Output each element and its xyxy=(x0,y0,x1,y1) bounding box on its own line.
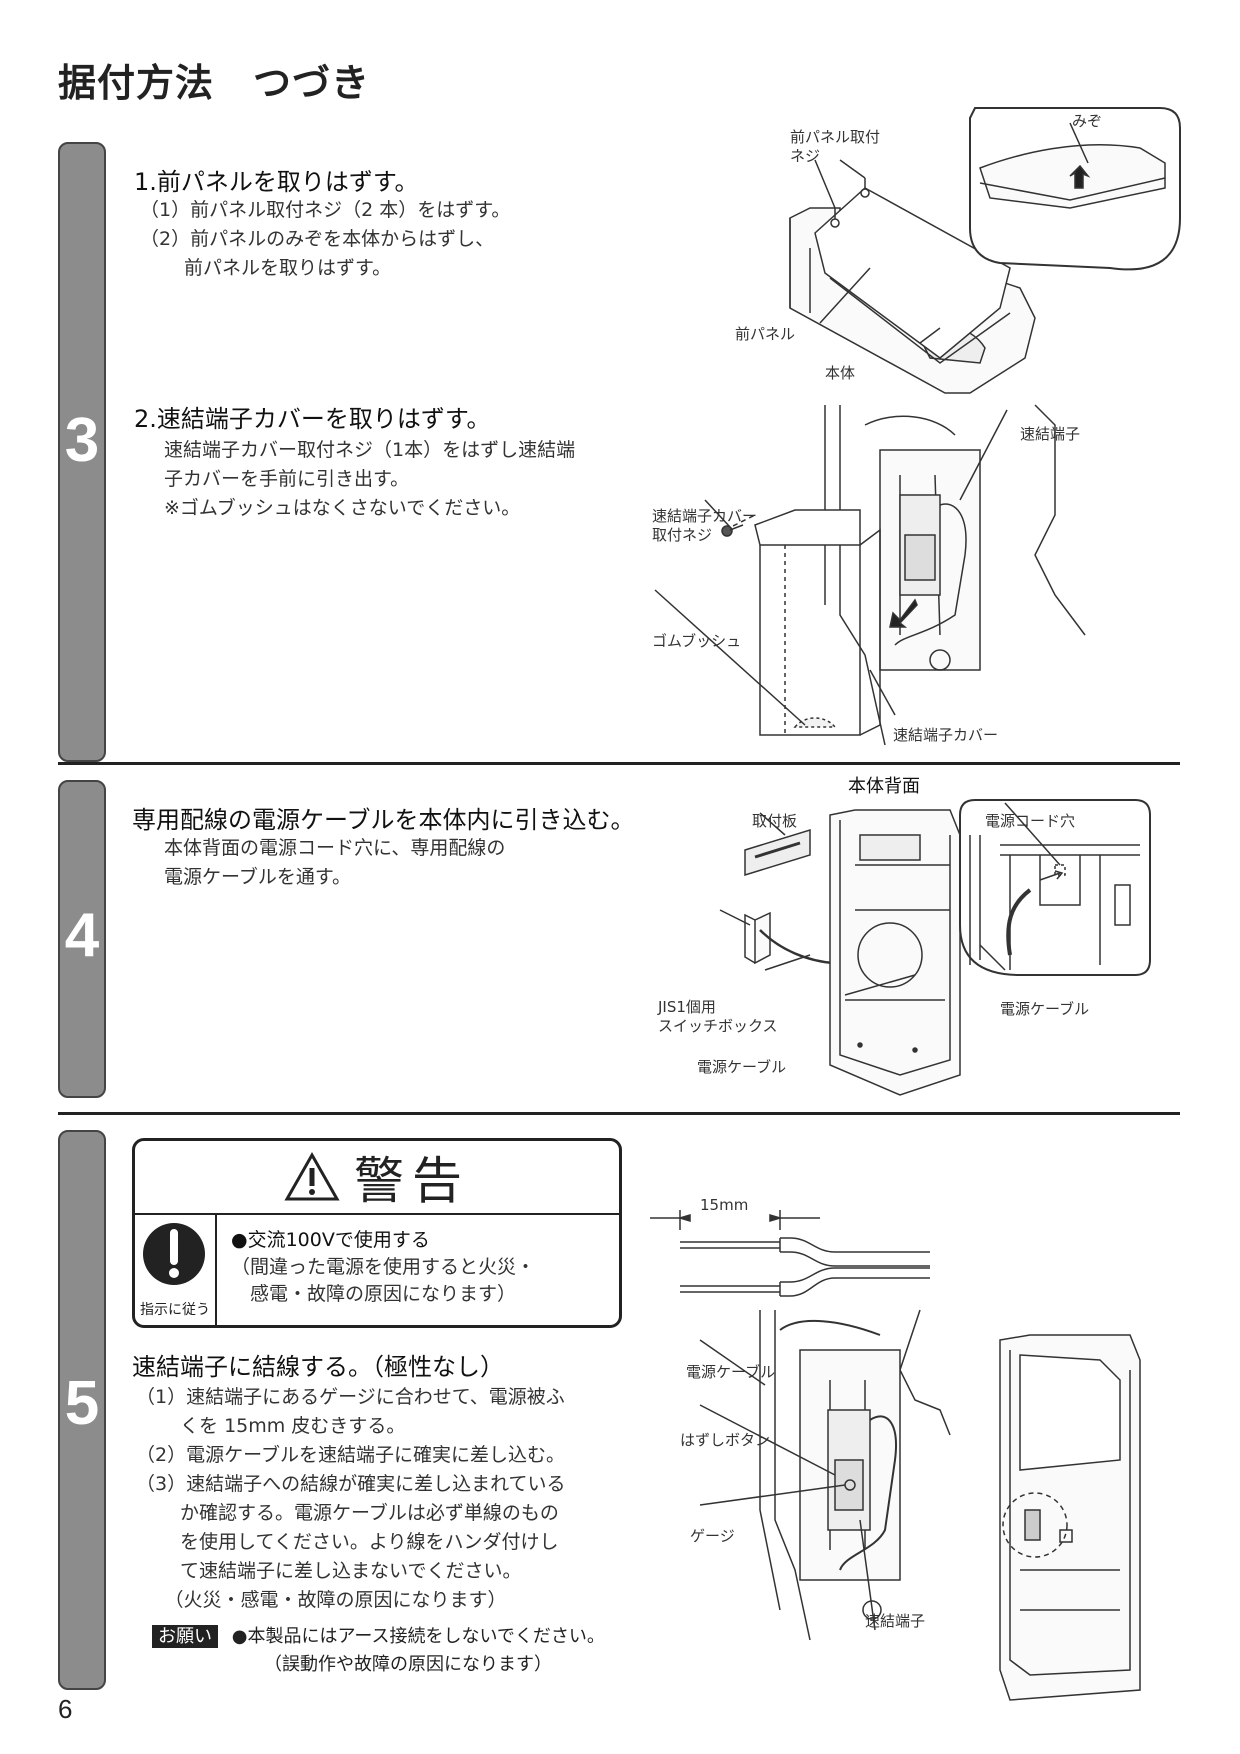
warning-item: ●交流100Vで使用する xyxy=(231,1229,430,1251)
wire-strip-diagram xyxy=(650,1200,940,1300)
cover-screw-label: 速結端子カバー 取付ネジ xyxy=(652,507,757,545)
terminal-label: 速結端子 xyxy=(1020,425,1081,443)
text-line: くを 15mm 皮むきする。 xyxy=(136,1415,406,1437)
text-line: 電源ケーブルを通す。 xyxy=(164,866,351,888)
label-line: ネジ xyxy=(790,147,821,165)
warning-triangle-icon xyxy=(284,1152,340,1202)
front-panel-removal-figure xyxy=(770,108,1180,398)
text-line: 子カバーを手前に引き出す。 xyxy=(164,468,410,490)
request-line: （誤動作や故障の原因になります） xyxy=(264,1654,552,1675)
text-line: （1）前パネル取付ネジ（2 本）をはずす。 xyxy=(140,199,511,221)
text-line: （火災・感電・故障の原因になります） xyxy=(136,1589,507,1611)
text-line: ※ゴムブッシュはなくさないでください。 xyxy=(164,497,521,519)
step-5-tab xyxy=(58,1130,106,1690)
release-button-label: はずしボタン xyxy=(680,1431,771,1449)
label-line: JIS1個用 xyxy=(658,998,716,1016)
page-title: 据付方法 つづき xyxy=(58,61,371,105)
request-badge: お願い xyxy=(152,1625,218,1648)
text-line: （1）速結端子にあるゲージに合わせて、電源被ふ xyxy=(136,1386,565,1408)
step-3-2-heading: 2.速結端子カバーを取りはずす。 xyxy=(134,405,491,433)
terminal-wiring-figure xyxy=(700,1310,1160,1710)
strip-length-label: 15mm xyxy=(700,1196,749,1214)
step-4-tab xyxy=(58,780,106,1098)
rubber-bushing-label: ゴムブッシュ xyxy=(652,632,742,650)
front-panel-screw-label: 前パネル取付 ネジ xyxy=(790,128,880,166)
power-cable-label-zoom: 電源ケーブル xyxy=(1000,1000,1090,1018)
warning-header: 警告 xyxy=(135,1141,619,1215)
label-line: スイッチボックス xyxy=(658,1017,778,1035)
warning-icon-cell: 指示に従う xyxy=(135,1213,217,1325)
warning-content: ●交流100Vで使用する （間違った電源を使用すると火災・ 感電・故障の原因にな… xyxy=(231,1227,535,1308)
text-line: 本体背面の電源コード穴に、専用配線の xyxy=(164,837,506,859)
groove-label: みぞ xyxy=(1072,112,1103,130)
power-cable-label-wiring: 電源ケーブル xyxy=(686,1363,776,1381)
step-3-2-text: 速結端子カバー取付ネジ（1本）をはずし速結端 子カバーを手前に引き出す。 ※ゴム… xyxy=(164,436,575,523)
power-cable-routing-figure xyxy=(660,795,1180,1095)
rear-view-label: 本体背面 xyxy=(848,776,920,797)
request-note: お願い ●本製品にはアース接続をしないでください。 （誤動作や故障の原因になりま… xyxy=(152,1623,605,1679)
request-line: ●本製品にはアース接続をしないでください。 xyxy=(231,1626,605,1647)
text-line: 前パネルを取りはずす。 xyxy=(140,257,392,279)
label-line: 速結端子カバー xyxy=(652,507,758,525)
step-5-heading: 速結端子に結線する。（極性なし） xyxy=(132,1353,504,1381)
page-number: 6 xyxy=(58,1694,73,1724)
warning-title: 警告 xyxy=(354,1152,470,1210)
switch-box-label: JIS1個用 スイッチボックス xyxy=(658,998,778,1036)
terminal-cover-removal-figure xyxy=(655,405,1075,750)
mounting-plate-label: 取付板 xyxy=(752,812,798,830)
mandatory-action-label: 指示に従う xyxy=(140,1302,210,1318)
warning-note: 感電・故障の原因になります） xyxy=(231,1283,517,1305)
step-5-text: （1）速結端子にあるゲージに合わせて、電源被ふ くを 15mm 皮むきする。 （… xyxy=(136,1383,566,1615)
gauge-label: ゲージ xyxy=(690,1527,735,1545)
text-line: て速結端子に差し込まないでください。 xyxy=(136,1560,522,1582)
mandatory-action-icon xyxy=(143,1223,205,1285)
step-4-text: 本体背面の電源コード穴に、専用配線の 電源ケーブルを通す。 xyxy=(164,834,505,892)
power-cable-label: 電源ケーブル xyxy=(697,1058,787,1076)
warning-note: （間違った電源を使用すると火災・ xyxy=(231,1256,536,1278)
terminal-label-wiring: 速結端子 xyxy=(865,1612,926,1630)
section-divider xyxy=(58,1112,1180,1115)
text-line: 速結端子カバー取付ネジ（1本）をはずし速結端 xyxy=(164,439,576,461)
terminal-cover-label: 速結端子カバー xyxy=(893,726,999,744)
step-5-number: 5 xyxy=(64,1369,100,1438)
step-4-number: 4 xyxy=(64,901,100,970)
text-line: （2）前パネルのみぞを本体からはずし、 xyxy=(140,228,495,250)
step-3-number: 3 xyxy=(64,406,100,475)
step-3-1-heading: 1.前パネルを取りはずす。 xyxy=(134,168,419,196)
step-4-heading: 専用配線の電源ケーブルを本体内に引き込む。 xyxy=(132,806,635,834)
text-line: （2）電源ケーブルを速結端子に確実に差し込む。 xyxy=(136,1444,565,1466)
step-3-tab xyxy=(58,142,106,762)
text-line: （3）速結端子への結線が確実に差し込まれている xyxy=(136,1473,566,1495)
body-label: 本体 xyxy=(825,364,856,382)
warning-box: 警告 指示に従う ●交流100Vで使用する （間違った電源を使用すると火災・ 感… xyxy=(132,1138,622,1328)
text-line: か確認する。電源ケーブルは必ず単線のもの xyxy=(136,1502,559,1524)
label-line: 前パネル取付 xyxy=(790,128,881,146)
section-divider xyxy=(58,762,1180,765)
front-panel-label: 前パネル xyxy=(735,325,796,343)
label-line: 取付ネジ xyxy=(652,526,713,544)
step-3-1-text: （1）前パネル取付ネジ（2 本）をはずす。 （2）前パネルのみぞを本体からはずし… xyxy=(140,196,510,283)
power-cord-hole-label: 電源コード穴 xyxy=(985,812,1076,830)
text-line: を使用してください。より線をハンダ付けし xyxy=(136,1531,559,1553)
